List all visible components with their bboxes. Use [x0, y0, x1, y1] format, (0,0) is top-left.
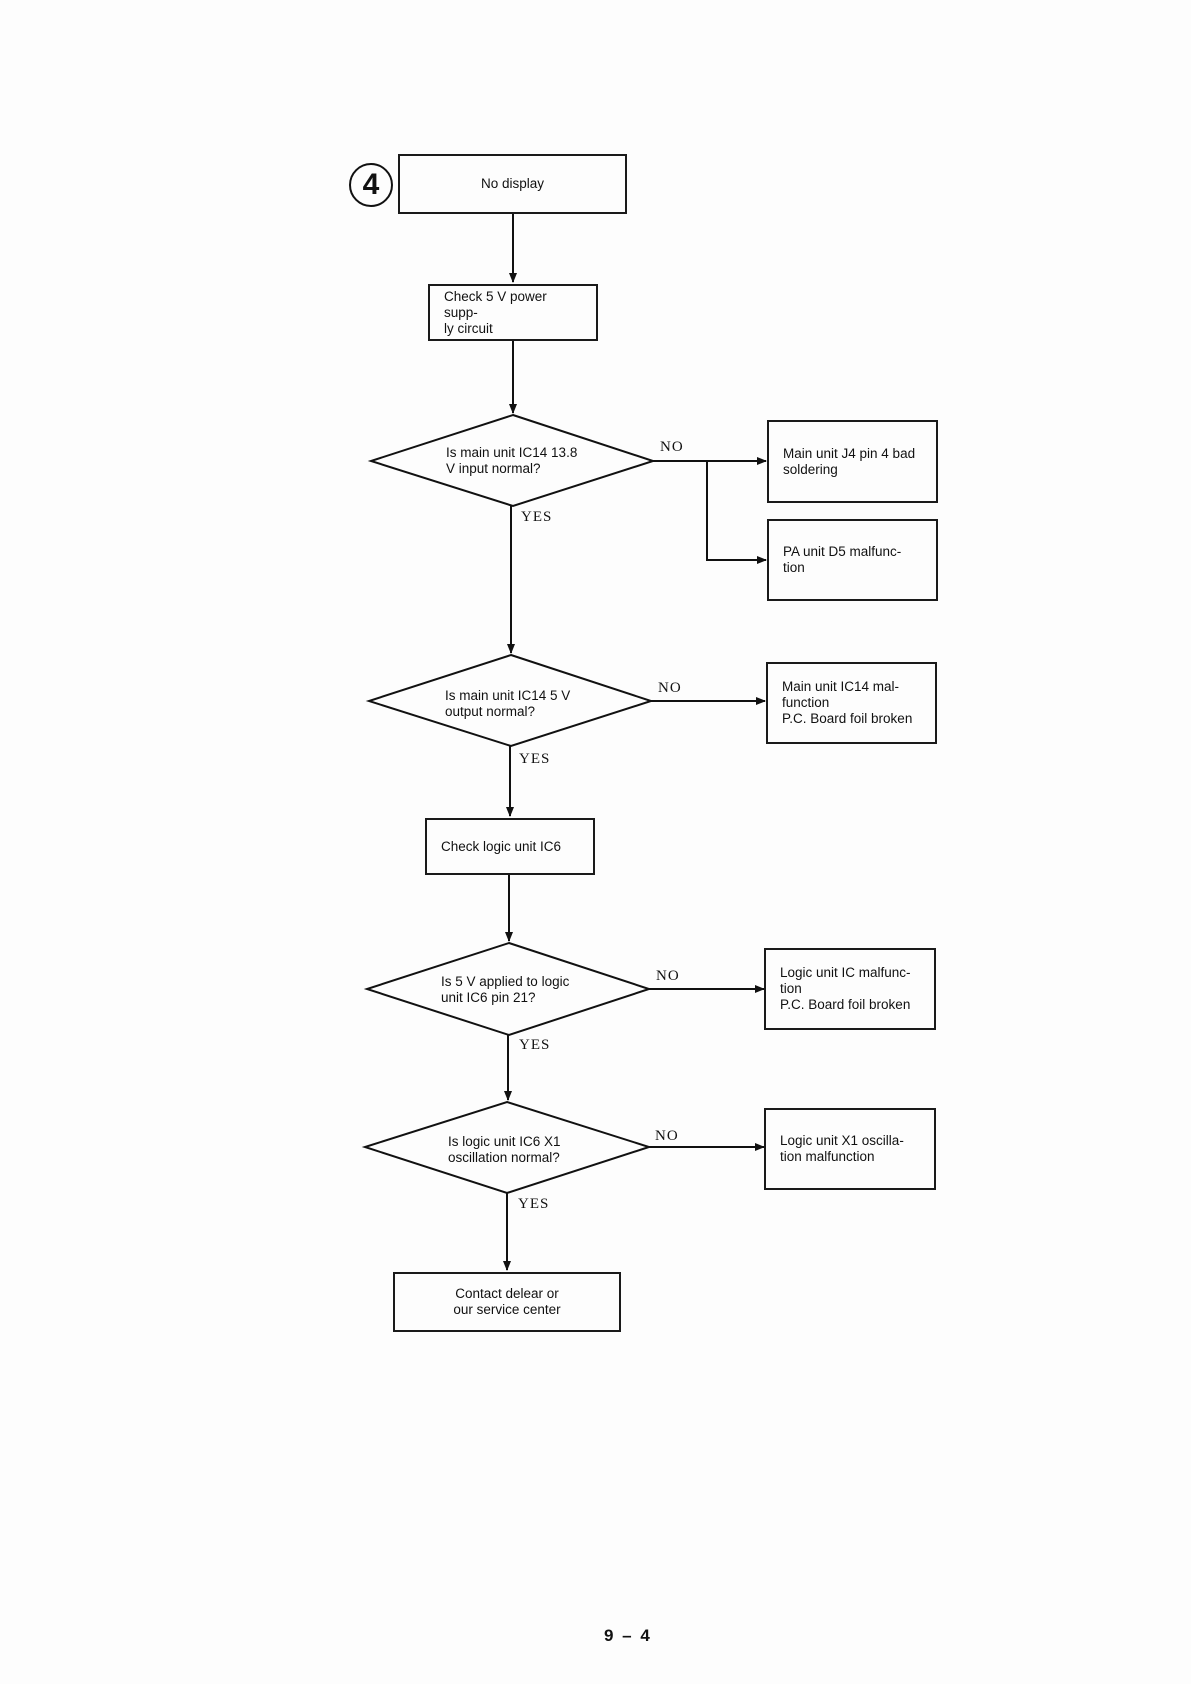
decision3-no-label: NO: [656, 968, 680, 984]
decision3-diamond: [363, 941, 653, 1037]
check-logic-text: Check logic unit IC6: [441, 838, 562, 854]
decision1-question: Is main unit IC14 13.8 V input normal?: [446, 445, 578, 476]
decision4-question: Is logic unit IC6 X1 oscillation normal?: [448, 1134, 561, 1165]
decision2-question: Is main unit IC14 5 V output normal?: [445, 688, 571, 719]
check-logic-box: Check logic unit IC6: [425, 818, 595, 875]
decision1-diamond: [367, 413, 657, 508]
decision2-yes-label: YES: [519, 751, 551, 767]
decision4-result-x1: Logic unit X1 oscilla- tion malfunction: [764, 1108, 936, 1190]
end-text: Contact delear or our service center: [453, 1286, 561, 1317]
start-box: No display: [398, 154, 627, 214]
decision3-result-logic-ic: Logic unit IC malfunc- tion P.C. Board f…: [764, 948, 936, 1030]
decision2-result-ic14-text: Main unit IC14 mal- function P.C. Board …: [782, 679, 913, 726]
decision1-yes-label: YES: [521, 509, 553, 525]
check-power-text: Check 5 V power supp- ly circuit: [444, 288, 547, 336]
section-marker: 4: [349, 163, 393, 207]
decision1-no-label: NO: [660, 439, 684, 455]
decision4-yes-label: YES: [518, 1196, 550, 1212]
decision1-result-j4: Main unit J4 pin 4 bad soldering: [767, 420, 938, 503]
decision1-result-j4-text: Main unit J4 pin 4 bad soldering: [783, 445, 916, 477]
decision4-no-label: NO: [655, 1128, 679, 1144]
decision3-yes-label: YES: [519, 1037, 551, 1053]
decision1-result-d5: PA unit D5 malfunc- tion: [767, 519, 938, 601]
arrow-decision1-no-b: [706, 461, 767, 564]
decision2-diamond: [365, 653, 655, 748]
decision3-question: Is 5 V applied to logic unit IC6 pin 21?: [441, 974, 570, 1005]
decision2-no-label: NO: [658, 680, 682, 696]
decision4-diamond: [361, 1100, 653, 1195]
end-box: Contact delear or our service center: [393, 1272, 621, 1332]
check-power-box: Check 5 V power supp- ly circuit: [428, 284, 598, 341]
decision2-result-ic14: Main unit IC14 mal- function P.C. Board …: [766, 662, 937, 744]
decision3-result-logic-ic-text: Logic unit IC malfunc- tion P.C. Board f…: [780, 965, 911, 1012]
start-text: No display: [480, 176, 545, 191]
decision4-result-x1-text: Logic unit X1 oscilla- tion malfunction: [780, 1133, 904, 1164]
page-number: 9 – 4: [604, 1626, 652, 1645]
decision1-result-d5-text: PA unit D5 malfunc- tion: [783, 544, 902, 575]
